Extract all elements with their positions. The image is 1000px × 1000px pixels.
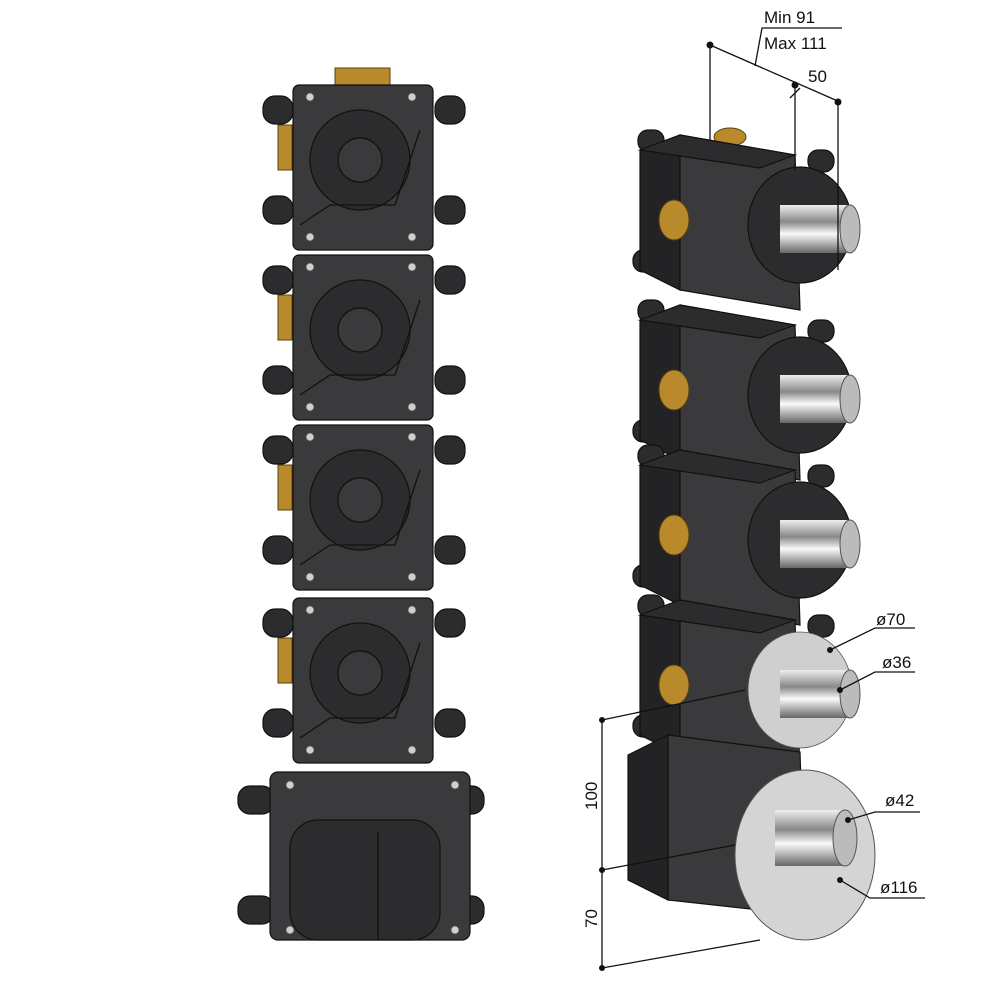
screw	[285, 925, 295, 935]
dim-spindle-length: 50	[808, 67, 827, 86]
mounting-lug	[237, 785, 275, 815]
mounting-lug	[434, 608, 466, 638]
cover-rib	[299, 469, 421, 566]
spindle-shaft	[780, 520, 850, 568]
screw	[407, 432, 417, 442]
brass-side-port	[658, 514, 690, 556]
thermostat-cover	[289, 819, 441, 941]
isometric-view	[627, 127, 876, 941]
dim-min-depth: Min 91	[764, 8, 815, 27]
mounting-lug	[262, 365, 294, 395]
chrome-spindle	[780, 519, 861, 569]
screw	[285, 780, 295, 790]
mounting-lug	[262, 265, 294, 295]
knob-end	[832, 809, 858, 867]
dimension-lines	[599, 27, 925, 971]
chrome-spindle	[780, 374, 861, 424]
dim-module-height: 100	[582, 782, 601, 810]
cover-rib	[299, 642, 421, 739]
valve-module-front	[262, 597, 466, 764]
valve-cap	[337, 137, 383, 183]
dim-max-depth: Max 111	[764, 34, 827, 53]
mounting-lug	[434, 195, 466, 225]
brass-side-port	[658, 664, 690, 706]
screw	[305, 432, 315, 442]
valve-module-iso	[632, 129, 861, 311]
mounting-lug	[434, 365, 466, 395]
chrome-spindle	[780, 204, 861, 254]
screw	[305, 262, 315, 272]
module-top	[637, 304, 798, 339]
mounting-lug	[434, 708, 466, 738]
screw	[450, 780, 460, 790]
screw	[305, 232, 315, 242]
valve-cap	[337, 650, 383, 696]
brass-side-port	[277, 637, 293, 684]
valve-cap	[337, 477, 383, 523]
screw	[407, 262, 417, 272]
spindle-end	[839, 204, 861, 254]
dim-rosette-small: ø70	[876, 610, 905, 629]
brass-side-port	[277, 294, 293, 341]
screw	[305, 745, 315, 755]
dim-rosette-large: ø116	[880, 878, 918, 897]
spindle-end	[839, 519, 861, 569]
spindle-shaft	[780, 375, 850, 423]
front-view	[237, 67, 485, 941]
dim-knob-large: ø42	[885, 791, 914, 810]
screw	[407, 232, 417, 242]
screw	[305, 402, 315, 412]
spindle-shaft	[780, 670, 850, 718]
screw	[305, 605, 315, 615]
screw	[407, 572, 417, 582]
spindle-end	[839, 374, 861, 424]
mounting-lug	[262, 195, 294, 225]
cover-rib	[299, 299, 421, 396]
module-top	[637, 599, 798, 634]
mounting-lug	[262, 535, 294, 565]
valve-module-front	[262, 84, 466, 251]
chrome-spindle	[780, 669, 861, 719]
mounting-lug	[434, 535, 466, 565]
screw	[305, 92, 315, 102]
mounting-lug	[262, 435, 294, 465]
valve-module-front	[262, 424, 466, 591]
thermostat-module-front	[237, 771, 485, 941]
spindle-end	[839, 669, 861, 719]
brass-side-port	[277, 124, 293, 171]
screw	[450, 925, 460, 935]
screw	[407, 605, 417, 615]
module-side	[627, 734, 669, 901]
mounting-lug	[434, 435, 466, 465]
mounting-lug	[262, 708, 294, 738]
dim-spindle-small: ø36	[882, 653, 911, 672]
cover-rib	[299, 129, 421, 226]
mounting-lug	[237, 895, 275, 925]
valve-module-iso	[632, 594, 861, 776]
valve-module-iso	[632, 444, 861, 626]
valve-module-iso	[632, 299, 861, 481]
screw	[407, 745, 417, 755]
brass-side-port	[658, 199, 690, 241]
thermostat-module-iso	[627, 734, 876, 941]
mounting-lug	[262, 608, 294, 638]
screw	[407, 92, 417, 102]
screw	[305, 572, 315, 582]
mounting-lug	[434, 95, 466, 125]
brass-inlet	[334, 67, 391, 87]
module-top	[637, 449, 798, 484]
brass-side-port	[277, 464, 293, 511]
mounting-lug	[262, 95, 294, 125]
dim-bottom-offset: 70	[582, 909, 601, 928]
screw	[407, 402, 417, 412]
valve-module-front	[262, 254, 466, 421]
mounting-lug	[434, 265, 466, 295]
brass-side-port	[658, 369, 690, 411]
valve-cap	[337, 307, 383, 353]
